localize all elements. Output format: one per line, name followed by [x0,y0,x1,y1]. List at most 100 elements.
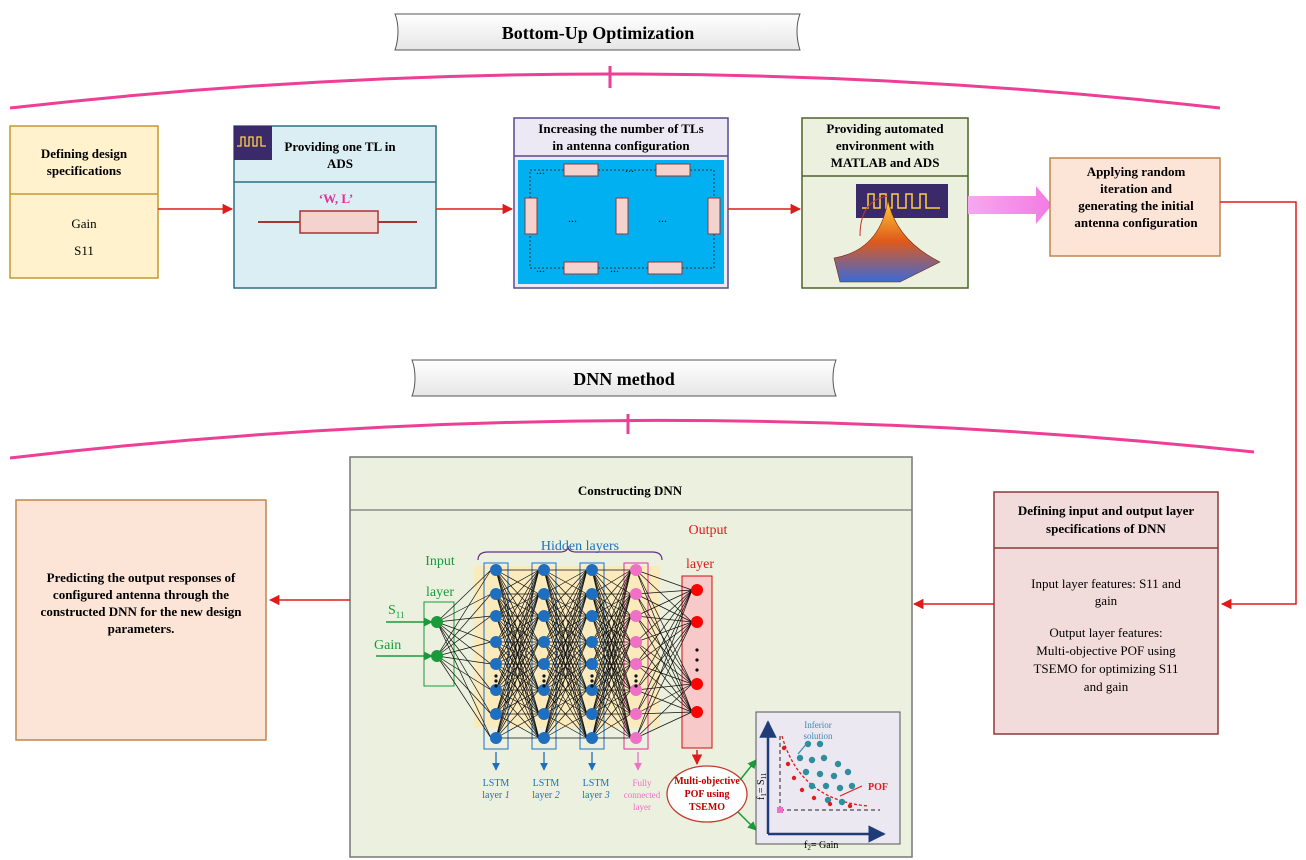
nn-node [691,616,703,628]
nn-edge [495,569,540,715]
nn-edge [635,683,693,739]
nn-node [586,610,598,622]
svg-text:configured antenna through the: configured antenna through the [53,587,229,602]
inferior-point [816,740,824,748]
nn-nodes [431,564,703,744]
svg-text:...: ... [536,261,545,275]
pareto-point [791,775,797,781]
nn-edge [591,615,632,739]
nn-edge [543,663,588,715]
step1-item-gain: Gain [71,216,97,231]
nn-node [630,610,642,622]
svg-text:...: ... [610,261,619,275]
hidden-layers-label: Hidden layers [541,539,619,554]
nn-edge [495,593,540,739]
nn-ellipsis-dot [494,684,498,688]
svg-text:LSTM: LSTM [583,778,610,789]
nn-edge [495,663,540,739]
nn-edge [543,569,588,739]
nn-ellipsis-dot [695,648,699,652]
pareto-point [799,787,805,793]
nn-edge [635,589,693,739]
nn-edge [635,589,693,691]
matlab-logo-icon [833,195,941,283]
nn-node [630,732,642,744]
top-bracket-arc [9,72,1221,110]
svg-text:...: ... [568,211,577,225]
nn-edge [495,713,540,739]
nn-edge [635,593,693,685]
svg-text:layer 3: layer 3 [582,790,610,801]
nn-edge [436,655,492,691]
nn-ellipsis-dot [634,684,638,688]
step2-title-2: ADS [327,156,353,171]
nn-node [538,588,550,600]
step2-title-1: Providing one TL in [284,139,396,154]
banner-dnn: DNN method [411,359,837,397]
svg-text:Multi-objective: Multi-objective [674,776,740,787]
svg-text:layer: layer [633,802,651,812]
nn-edge [436,615,492,657]
nn-node [538,684,550,696]
middle-bracket-arc [9,418,1255,460]
nn-ellipsis-dot [494,674,498,678]
nn-edge [495,689,540,739]
svg-text:layer 1: layer 1 [482,790,510,801]
nn-node [538,658,550,670]
nn-edge [436,569,492,623]
nn-edge [635,615,693,685]
nn-edge [591,569,632,643]
nn-edge [591,569,632,715]
inferior-point [816,770,824,778]
nn-edge [635,593,693,623]
pink-flow-arrow [968,186,1052,224]
nn-node [490,636,502,648]
inferior-point [838,798,846,806]
nn-edge [591,663,632,715]
nn-edge [635,589,693,665]
inferior-point [804,740,812,748]
nn-node [538,564,550,576]
nn-node [630,564,642,576]
nn-edge [436,621,492,691]
step6-title-1: Defining input and output layer [1018,503,1194,518]
nn-node [586,588,598,600]
nn-edge [635,663,693,713]
nn-node [691,584,703,596]
nn-node [586,658,598,670]
nn-edge [495,615,540,739]
pareto-point [847,803,853,809]
nn-node [630,588,642,600]
nn-edge [635,615,693,623]
svg-text:f1= S11: f1= S11 [756,772,768,800]
nn-node [490,684,502,696]
nn-node [691,678,703,690]
nn-node [490,564,502,576]
svg-text:Predicting the output response: Predicting the output responses of [47,570,236,585]
nn-edge [591,615,632,665]
nn-node [431,616,443,628]
nn-edge [635,589,693,617]
svg-text:Output layer features:: Output layer features: [1049,625,1162,640]
step1-title-1: Defining design [41,146,128,161]
pareto-point [827,801,833,807]
nn-edge [635,663,693,685]
nn-ellipsis-dot [542,684,546,688]
nn-edge [495,569,540,739]
tl-element [299,210,379,234]
nn-edge [543,569,588,643]
nn-edge [635,683,693,691]
step3-box: Increasing the number of TLs in antenna … [513,117,729,289]
nn-node [630,636,642,648]
nn-node [630,684,642,696]
nn-node [538,636,550,648]
nn-edge [635,621,693,739]
inferior-point [796,754,804,762]
nn-node [630,658,642,670]
ads-logo-icon [234,126,272,160]
nn-edge [591,593,632,643]
nn-node [586,684,598,696]
nn-edge [635,621,693,643]
inferior-point [824,796,832,804]
nn-ellipsis-dot [590,679,594,683]
